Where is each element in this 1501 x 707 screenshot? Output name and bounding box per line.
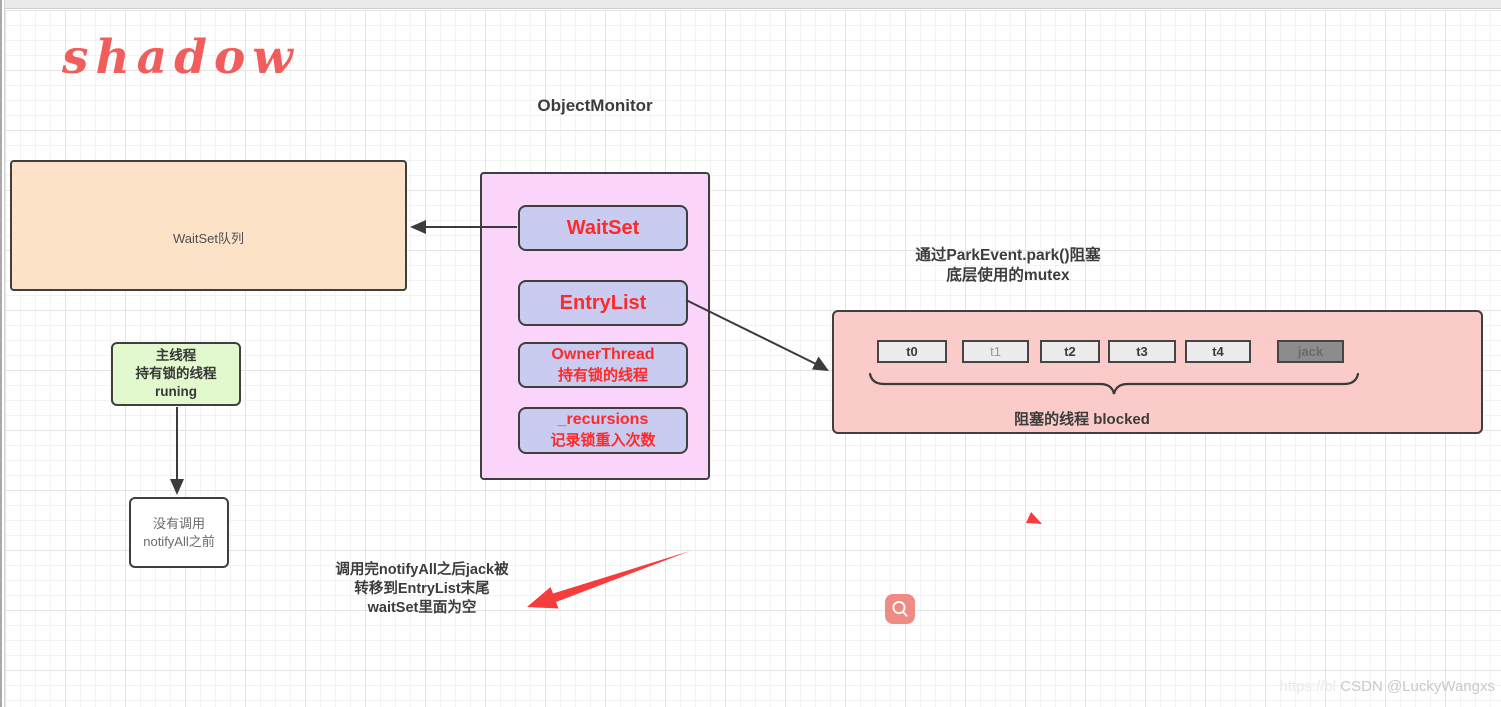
monitor-field-ownerthread[interactable]: OwnerThread 持有锁的线程	[518, 342, 688, 388]
thread-box-t2[interactable]: t2	[1040, 340, 1100, 363]
notifyall-line3: waitSet里面为空	[367, 600, 477, 616]
window-top-bar	[0, 0, 1501, 9]
field-label: OwnerThread	[551, 345, 655, 363]
thread-box-t3[interactable]: t3	[1108, 340, 1176, 363]
field-label: WaitSet	[566, 216, 640, 239]
field-sublabel: 记录锁重入次数	[550, 432, 656, 449]
notifyall-annotation: 调用完notifyAll之后jack被 转移到EntryList末尾 waitS…	[312, 561, 532, 618]
diagram-title: ObjectMonitor	[537, 96, 653, 115]
field-label: EntryList	[559, 291, 647, 314]
before-notifyall-line2: notifyAll之前	[143, 533, 215, 549]
main-thread-line1: 主线程	[155, 348, 197, 363]
main-thread-box[interactable]: 主线程 持有锁的线程 runing	[111, 342, 241, 406]
waitset-queue-box[interactable]: WaitSet队列	[10, 160, 407, 291]
watermark-text: CSDN @LuckyWangxs	[1340, 678, 1495, 695]
monitor-field-recursions[interactable]: _recursions 记录锁重入次数	[518, 407, 688, 454]
window-left-edge	[0, 0, 5, 707]
waitset-queue-label: WaitSet队列	[172, 231, 245, 246]
watermark: https://bl CSDN @LuckyWangxs	[1279, 678, 1495, 695]
notifyall-line2: 转移到EntryList末尾	[354, 581, 490, 597]
field-label: _recursions	[557, 411, 649, 428]
blocked-caption: 阻塞的线程 blocked	[1014, 411, 1150, 428]
thread-box-t0[interactable]: t0	[877, 340, 947, 363]
search-icon[interactable]	[885, 594, 915, 624]
monitor-field-waitset[interactable]: WaitSet	[518, 205, 688, 251]
main-thread-line2: 持有锁的线程	[135, 366, 217, 381]
before-notifyall-box[interactable]: 没有调用 notifyAll之前	[129, 497, 229, 568]
magnifier-glyph	[892, 601, 908, 617]
park-note-line2: 底层使用的mutex	[946, 267, 1070, 284]
thread-box-t4[interactable]: t4	[1185, 340, 1251, 363]
watermark-faint: https://bl	[1279, 678, 1337, 695]
notifyall-line1: 调用完notifyAll之后jack被	[335, 562, 509, 578]
park-note-line1: 通过ParkEvent.park()阻塞	[915, 247, 1101, 264]
park-event-note: 通过ParkEvent.park()阻塞 底层使用的mutex	[833, 246, 1183, 286]
monitor-field-entrylist[interactable]: EntryList	[518, 280, 688, 326]
before-notifyall-line1: 没有调用	[152, 515, 205, 531]
blocked-threads-box[interactable]	[832, 310, 1483, 434]
field-sublabel: 持有锁的线程	[557, 366, 648, 384]
thread-box-jack[interactable]: jack	[1277, 340, 1344, 363]
thread-box-t1[interactable]: t1	[962, 340, 1029, 363]
object-monitor-box[interactable]: WaitSet EntryList OwnerThread 持有锁的线程 _re…	[480, 172, 710, 480]
main-thread-line3: runing	[155, 384, 197, 399]
shadow-logo: shadow	[62, 30, 300, 85]
